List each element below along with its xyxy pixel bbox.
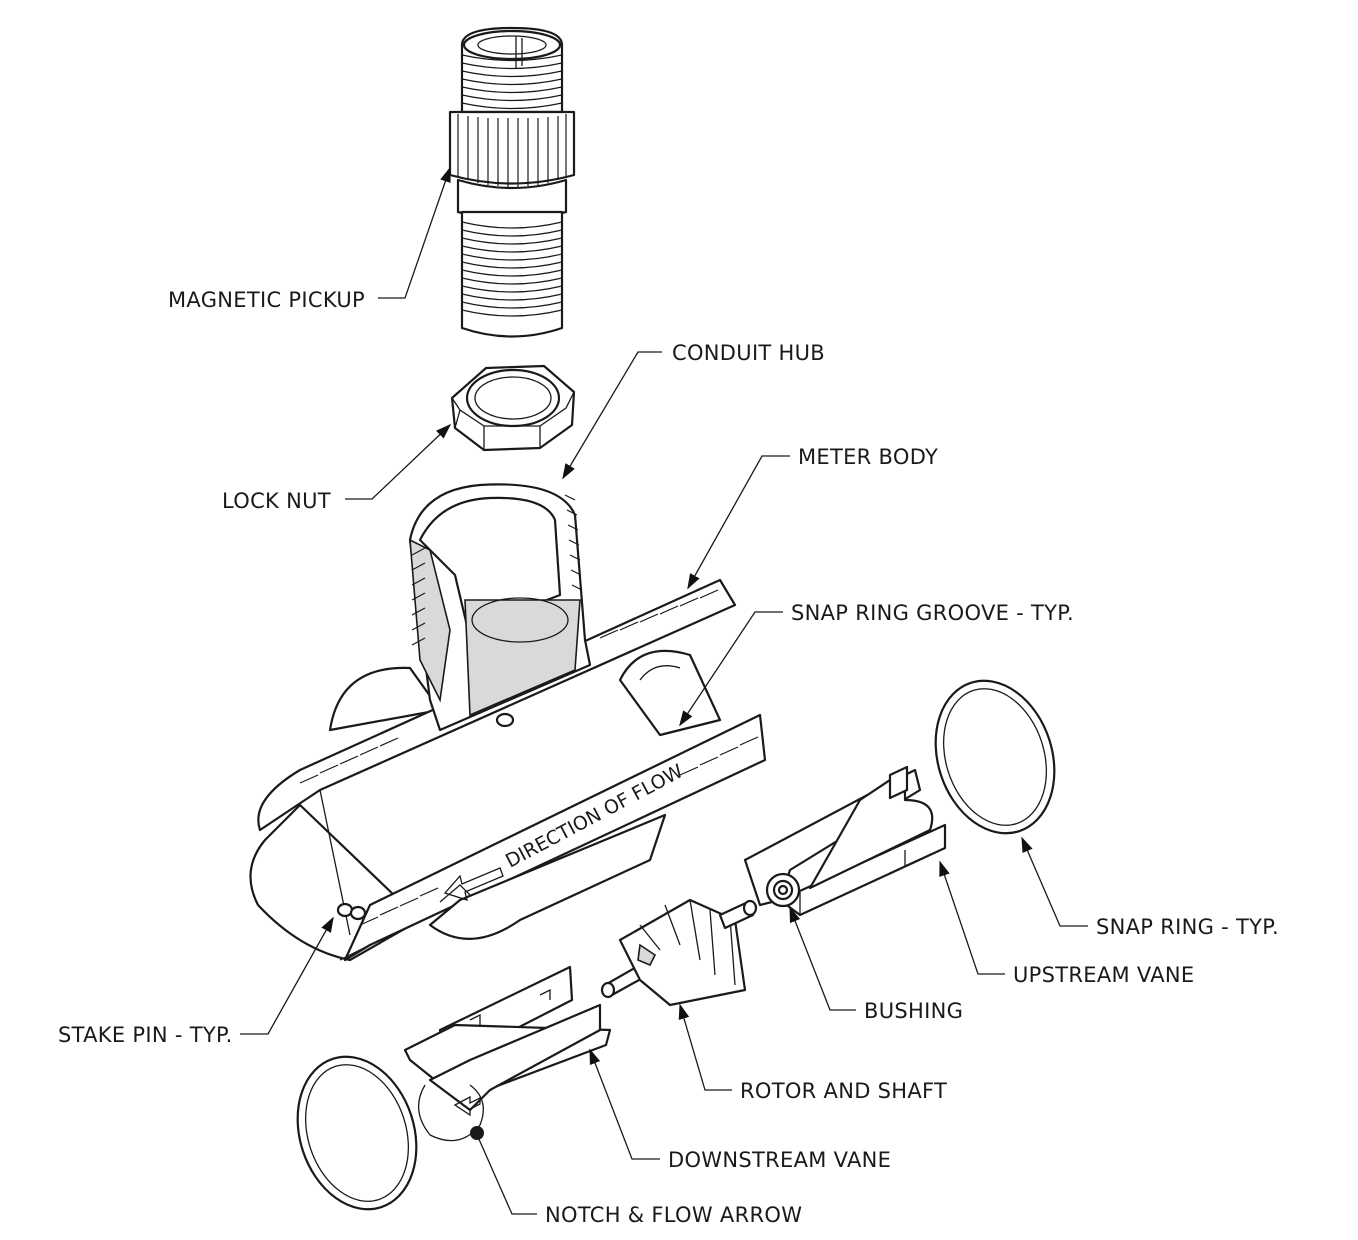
callout-conduit-hub: CONDUIT HUB [672,341,825,365]
meter-body-part [249,483,767,962]
callout-lock-nut: LOCK NUT [222,489,331,513]
downstream-vane-part [403,965,612,1142]
snap-ring-left [296,1055,418,1211]
callout-rotor-and-shaft: ROTOR AND SHAFT [740,1079,947,1103]
notch-dot [470,1126,484,1140]
callout-snap-ring-groove: SNAP RING GROOVE - TYP. [791,601,1074,625]
snap-ring-right [934,679,1056,835]
callout-snap-ring: SNAP RING - TYP. [1096,915,1279,939]
callout-meter-body: METER BODY [798,445,938,469]
callout-magnetic-pickup: MAGNETIC PICKUP [168,288,365,312]
rotor-and-shaft-part [600,898,758,1007]
callout-downstream-vane: DOWNSTREAM VANE [668,1148,891,1172]
magnetic-pickup-part [448,26,576,338]
callout-bushing: BUSHING [864,999,963,1023]
upstream-vane-part [743,765,947,917]
callout-notch-flow-arrow: NOTCH & FLOW ARROW [545,1203,802,1227]
callout-upstream-vane: UPSTREAM VANE [1013,963,1194,987]
lock-nut-part [450,364,576,452]
callout-stake-pin: STAKE PIN - TYP. [58,1023,233,1047]
